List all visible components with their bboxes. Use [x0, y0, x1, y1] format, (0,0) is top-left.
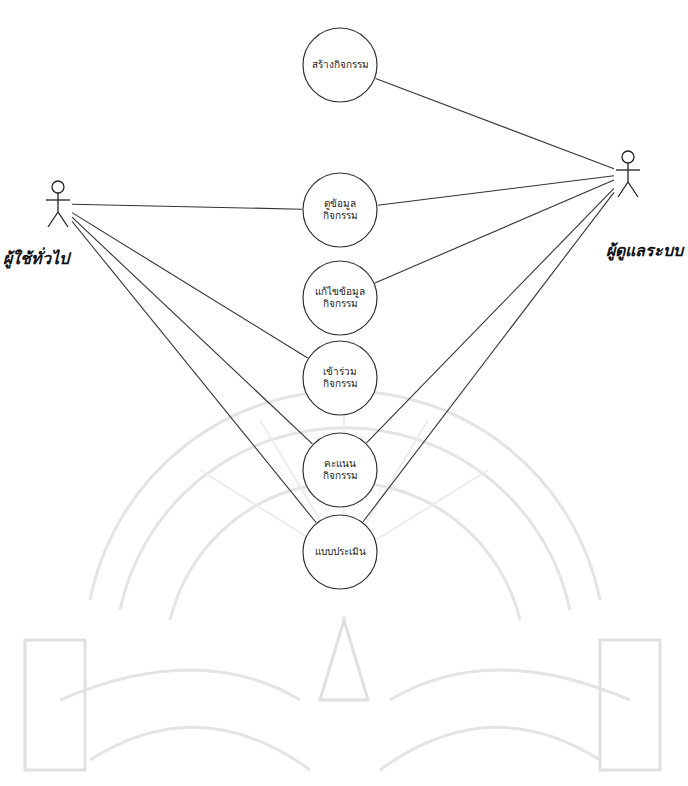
association-line: [375, 180, 614, 283]
use-case-ellipse: แก้ไขข้อมูลกิจกรรม: [302, 260, 378, 336]
association-line: [366, 188, 614, 442]
use-case-ellipse: แบบประเมิน: [302, 514, 378, 590]
association-line: [72, 221, 316, 522]
use-case-ellipse: สร้างกิจกรรม: [302, 27, 378, 103]
association-line: [376, 78, 614, 168]
association-line: [378, 176, 614, 206]
use-case-name: ดูข้อมูลกิจกรรม: [309, 198, 371, 223]
use-case-label-box: ดูข้อมูลกิจกรรม: [302, 172, 378, 248]
actor: ผู้ดูแลระบบ: [554, 150, 684, 266]
use-case-name: เข้าร่วมกิจกรรม: [309, 366, 371, 391]
actor-figure: [44, 180, 72, 228]
use-case-label-box: สร้างกิจกรรม: [302, 27, 378, 103]
actor-name: ผู้ดูแลระบบ: [605, 238, 684, 263]
use-case-label-box: คะแนนกิจกรรม: [302, 432, 378, 508]
use-case-name: คะแนนกิจกรรม: [309, 458, 371, 483]
association-line: [72, 213, 308, 358]
use-case-name: แก้ไขข้อมูลกิจกรรม: [309, 286, 371, 311]
actor-name: ผู้ใช้ทั่วไป: [2, 246, 70, 271]
association-line: [363, 192, 614, 521]
use-case-ellipse: ดูข้อมูลกิจกรรม: [302, 172, 378, 248]
association-line: [72, 204, 302, 209]
use-case-ellipse: คะแนนกิจกรรม: [302, 432, 378, 508]
use-case-ellipse: เข้าร่วมกิจกรรม: [302, 340, 378, 416]
actor-figure: [614, 150, 642, 198]
association-line: [72, 217, 312, 444]
use-case-label-box: เข้าร่วมกิจกรรม: [302, 340, 378, 416]
use-case-label-box: แบบประเมิน: [302, 514, 378, 590]
use-case-name: แบบประเมิน: [315, 546, 366, 559]
use-case-name: สร้างกิจกรรม: [312, 59, 369, 72]
actor: ผู้ใช้ทั่วไป: [0, 178, 140, 270]
use-case-label-box: แก้ไขข้อมูลกิจกรรม: [302, 260, 378, 336]
